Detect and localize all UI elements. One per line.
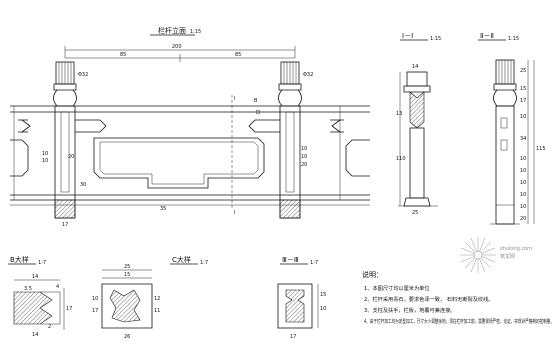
dim-base-left: 17 [62,222,68,228]
sec2-v9: 10 [520,204,526,210]
sec2-v1: 15 [520,86,526,92]
sec2-v7: 10 [520,180,526,186]
dim-right-3: 20 [301,162,307,168]
sec1-dim-mid: 13 [396,111,402,117]
sec2-v10: 20 [520,216,526,222]
dim-half-left: 85 [120,52,126,58]
sec3-dim-0: 15 [320,292,326,298]
detail-c-dim-1: 15 [124,272,130,278]
sec2-v11: 115 [536,146,546,152]
section-2-title: Ⅱ－Ⅱ [480,32,494,40]
detail-c-dim-3: 17 [92,308,98,314]
detail-b-ref: B [254,98,258,104]
dim-left-5: 35 [160,206,166,212]
notes-heading: 说明： [362,270,383,279]
section-II-view: Ⅱ－Ⅱ 1:15 25 15 17 10 34 10 10 10 10 10 2… [478,32,546,225]
sec2-v3: 10 [520,114,526,120]
note-1: 1、本图尺寸均以厘米为单位 [364,284,430,292]
section-3-title: Ⅲ－Ⅲ [282,256,299,264]
section-I-bottom: Ⅰ [234,210,235,216]
sec1-dim-height: 110 [396,156,406,162]
dim-post-spacing: 200 [172,44,182,50]
watermark-logo: zhulong.com 筑龙网 [460,237,532,273]
dim-half-right: 85 [235,52,241,58]
dim-left-3: 20 [68,154,74,160]
detail-c-dim-6: 26 [124,334,130,340]
detail-c-dim-0: 25 [124,264,130,270]
section-2-scale: 1:15 [508,36,519,42]
dim-left-2: 10 [42,158,48,164]
sec2-v6: 10 [520,168,526,174]
detail-b-dim-4: 14 [32,332,38,338]
section-3-scale: 1:7 [310,260,318,266]
detail-b-dim-1: 4 [56,284,59,290]
sec1-dim-bottom: 25 [412,210,418,216]
section-1-scale: 1:15 [430,36,441,42]
detail-b-dim-2: 3.5 [24,286,32,292]
detail-c-dim-5: 11 [154,308,160,314]
note-2: 2、栏杆采用青石，要求色泽一致， 石料无断裂及纹线。 [364,295,493,303]
section-I-view: Ⅰ－Ⅰ 1:15 14 13 110 25 [396,32,441,216]
sec1-dim-top: 14 [412,64,418,70]
sec2-v0: 25 [520,68,526,74]
section-III-view: Ⅲ－Ⅲ 1:7 15 10 17 [277,256,326,340]
section-1-title: Ⅰ－Ⅰ [402,32,413,40]
detail-c-scale: 1:7 [200,260,208,266]
notes-block: 说明： 1、本图尺寸均以厘米为单位 2、栏杆采用青石，要求色泽一致， 石料无断裂… [362,270,554,325]
dim-right-2: 10 [301,154,307,160]
sec2-v2: 17 [520,98,526,104]
elevation-title: 栏杆立面 [158,26,186,35]
dim-left-4: 30 [80,182,86,188]
note-4: 4、由于栏杆加工均为定型加工，尺寸大小调整余地，须在栏杆加工前，需要现场严密，论… [364,317,554,325]
sec3-dim-2: 17 [290,334,296,340]
sec2-v8: 10 [520,192,526,198]
detail-b-dim-0: 14 [32,274,38,280]
detail-c-dim-4: 12 [154,296,160,302]
dim-right-1: 10 [301,146,307,152]
sec2-v5: 10 [520,156,526,162]
detail-c-dim-2: 10 [92,296,98,302]
detail-c-view: C大样 1:7 25 15 10 17 12 11 26 [92,255,208,340]
detail-b-dim-3: 17 [66,306,72,312]
dim-left-1: 10 [42,151,48,157]
detail-c-title: C大样 [172,255,191,264]
sec2-v4: 34 [520,136,526,142]
dim-post-top-left: Φ32 [78,72,88,78]
elevation-view: 栏杆立面 1:15 200 85 85 Φ32 Φ32 [10,26,370,228]
sec3-dim-1: 10 [320,306,326,312]
detail-b-dim-5: 2 [48,324,51,330]
section-I-top: Ⅰ [234,96,235,102]
note-3: 3、支柱及扶手，栏板，地覆可兼连接。 [364,306,456,314]
watermark-brand: 筑龙网 [500,253,515,260]
detail-b-title: B大样 [10,255,29,264]
detail-b-view: B大样 1:7 14 4 3.5 17 14 2 [8,255,72,338]
detail-b-scale: 1:7 [38,260,46,266]
dim-post-top-right: Φ32 [303,72,313,78]
watermark-site: zhulong.com [500,246,532,252]
elevation-scale: 1:15 [190,29,201,35]
